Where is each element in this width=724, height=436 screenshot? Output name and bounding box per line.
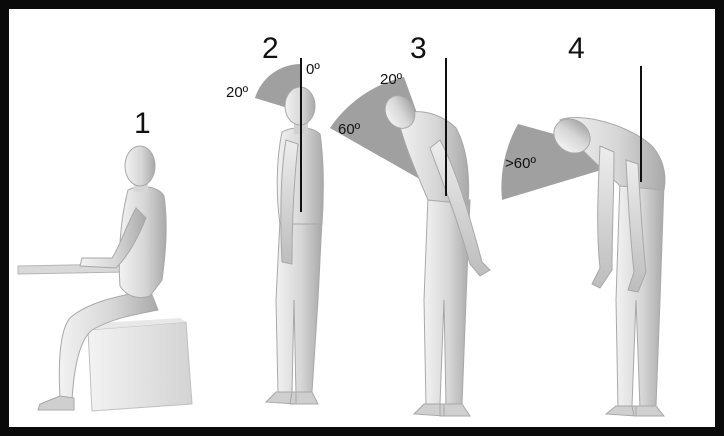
figure-2-angle-20: 20º (226, 84, 249, 101)
figure-4-angle-over-60: >60º (505, 155, 536, 172)
figure-3-label: 3 (410, 32, 427, 65)
figure-2-label: 2 (262, 32, 279, 65)
figure-1-label: 1 (134, 107, 151, 140)
figure-3-forward-bend: 3 20º 60º (330, 32, 490, 416)
figure-1-seated: 1 (18, 107, 192, 411)
figure-3-angle-20: 20º (380, 71, 403, 88)
stool-box (88, 322, 192, 411)
figure-4-deep-bend: 4 >60º (501, 32, 665, 416)
figure-2-angle-0: 0º (306, 61, 320, 78)
posture-diagram: 1 2 20º 0º 3 20º 60º (9, 9, 715, 427)
figure-3-angle-60: 60º (338, 121, 361, 138)
figure-2-upright: 2 20º 0º (226, 32, 323, 404)
figure-4-label: 4 (568, 32, 585, 65)
